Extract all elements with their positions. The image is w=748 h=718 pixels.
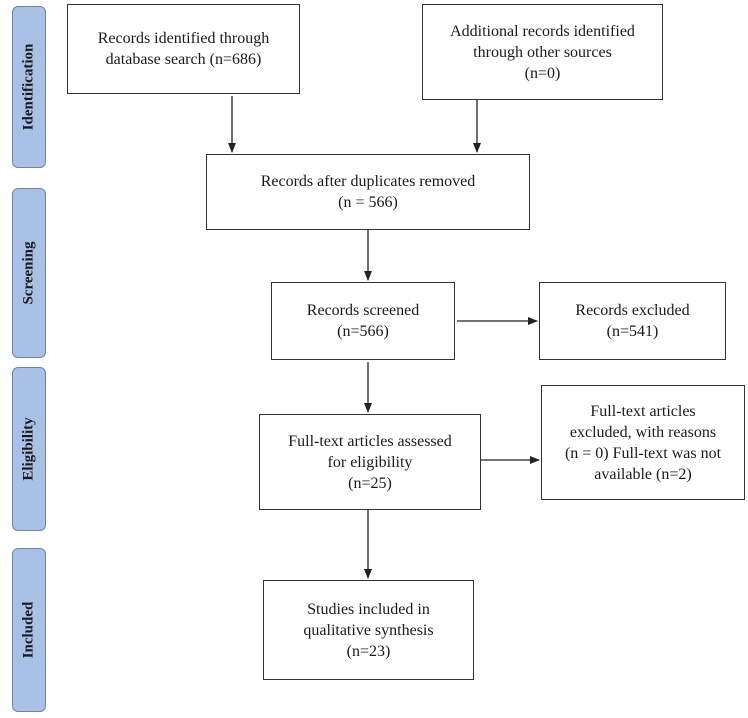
box-other-sources: Additional records identified through ot… bbox=[422, 4, 663, 100]
box-database-search: Records identified through database sear… bbox=[67, 4, 300, 94]
stage-eligibility: Eligibility bbox=[12, 367, 46, 531]
box-other-sources-text: Additional records identified through ot… bbox=[450, 22, 635, 82]
box-records-screened-text: Records screened (n=566) bbox=[306, 302, 420, 340]
box-database-search-text: Records identified through database sear… bbox=[97, 30, 270, 68]
box-fulltext-assessed-text: Full-text articles assessed for eligibil… bbox=[288, 432, 452, 492]
box-records-screened: Records screened (n=566) bbox=[271, 282, 455, 360]
box-fulltext-excluded-text: Full-text articles excluded, with reason… bbox=[564, 402, 722, 483]
box-included-studies-text: Studies included in qualitative synthesi… bbox=[303, 600, 434, 660]
stage-identification: Identification bbox=[12, 6, 46, 168]
box-fulltext-excluded: Full-text articles excluded, with reason… bbox=[541, 385, 745, 500]
box-included-studies: Studies included in qualitative synthesi… bbox=[263, 580, 474, 680]
box-after-duplicates: Records after duplicates removed (n = 56… bbox=[206, 154, 530, 230]
box-after-duplicates-text: Records after duplicates removed (n = 56… bbox=[260, 173, 476, 211]
stage-screening: Screening bbox=[12, 188, 46, 358]
stage-included: Included bbox=[12, 548, 46, 712]
box-records-excluded-text: Records excluded (n=541) bbox=[575, 302, 690, 340]
box-records-excluded: Records excluded (n=541) bbox=[539, 282, 726, 360]
box-fulltext-assessed: Full-text articles assessed for eligibil… bbox=[259, 414, 481, 510]
